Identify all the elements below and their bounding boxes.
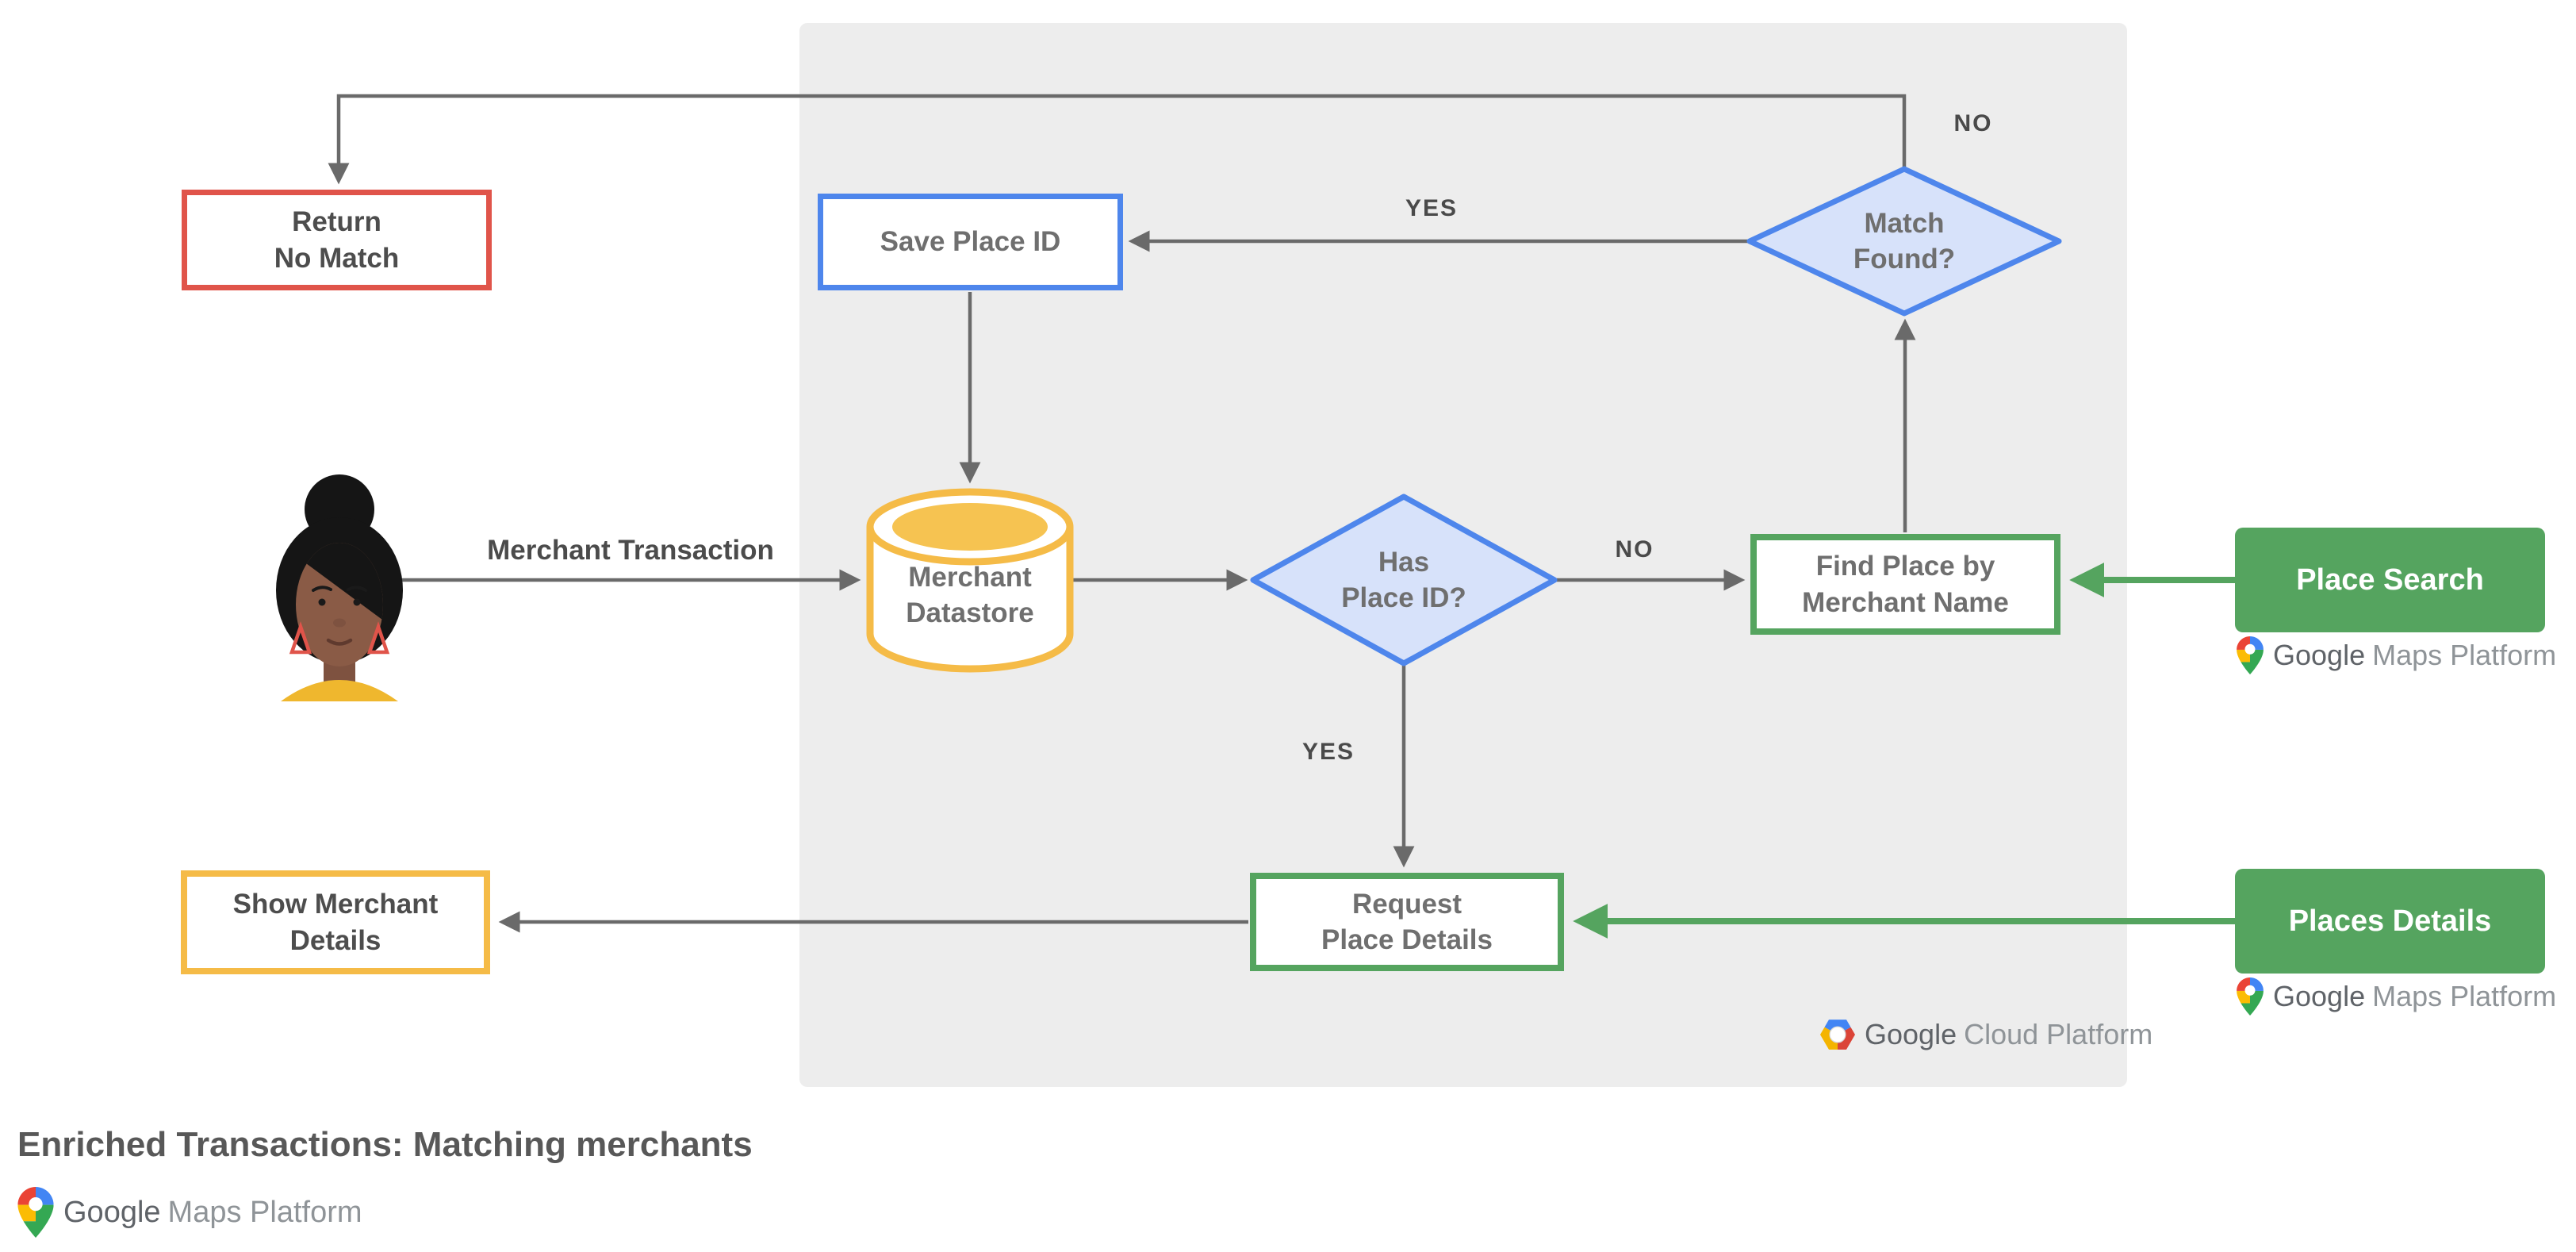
maps-pin-icon — [2237, 636, 2264, 674]
node-label-line: Show Merchant — [232, 889, 439, 920]
cylinder-label-line: Merchant — [908, 561, 1032, 593]
node-label-line: Place Details — [1321, 924, 1493, 955]
show-merchant-details-node: Show Merchant Details — [181, 870, 490, 974]
place-search-api-box: Place Search — [2235, 528, 2545, 632]
diagram-title: Enriched Transactions: Matching merchant… — [17, 1125, 753, 1164]
match-found-yes-label: YES — [1405, 195, 1459, 221]
brand-product: Cloud Platform — [1964, 1018, 2153, 1050]
cylinder-label-line: Datastore — [906, 597, 1034, 628]
brand-product: Maps Platform — [2372, 980, 2557, 1012]
has-place-id-yes-label: YES — [1301, 739, 1355, 765]
diamond-label-line: Match — [1864, 207, 1945, 239]
api-label: Place Search — [2296, 563, 2484, 597]
brand-google: Google — [2273, 639, 2366, 671]
has-place-id-label: Has Place ID? — [1285, 532, 1523, 628]
brand-product: Maps Platform — [167, 1195, 362, 1229]
request-place-details-node: Request Place Details — [1250, 873, 1564, 971]
diamond-label-line: Has — [1378, 546, 1430, 578]
node-label-line: Return — [292, 206, 381, 237]
node-label-line: Details — [289, 924, 381, 956]
cloud-hexagon-icon — [1820, 1020, 1855, 1050]
node-label-line: Save Place ID — [880, 226, 1061, 258]
has-place-id-no-label: NO — [1615, 536, 1654, 563]
brand-google: Google — [2273, 980, 2366, 1012]
merchant-datastore-label: Merchant Datastore — [851, 547, 1089, 643]
maps-pin-icon — [2237, 977, 2264, 1016]
places-details-api-box: Places Details — [2235, 869, 2545, 974]
match-found-label: Match Found? — [1785, 194, 2023, 289]
user-avatar — [276, 474, 403, 701]
save-place-id-node: Save Place ID — [818, 194, 1123, 290]
node-label-line: Find Place by — [1815, 551, 1995, 582]
api-label: Places Details — [2288, 904, 2492, 938]
return-no-match-node: Return No Match — [182, 190, 492, 290]
node-label-line: Merchant Name — [1802, 586, 2009, 618]
diamond-label-line: Place ID? — [1341, 582, 1466, 613]
brand-product: Maps Platform — [2372, 639, 2557, 671]
diamond-label-line: Found? — [1853, 244, 1956, 275]
match-found-no-label: NO — [1953, 110, 1993, 136]
find-place-node: Find Place by Merchant Name — [1750, 534, 2060, 635]
brand-google: Google — [1865, 1018, 1957, 1050]
node-label-line: Request — [1351, 888, 1462, 920]
merchant-transaction-label: Merchant Transaction — [487, 535, 774, 566]
node-label-line: No Match — [274, 242, 400, 274]
brand-google: Google — [63, 1195, 161, 1229]
maps-pin-icon — [17, 1187, 54, 1238]
